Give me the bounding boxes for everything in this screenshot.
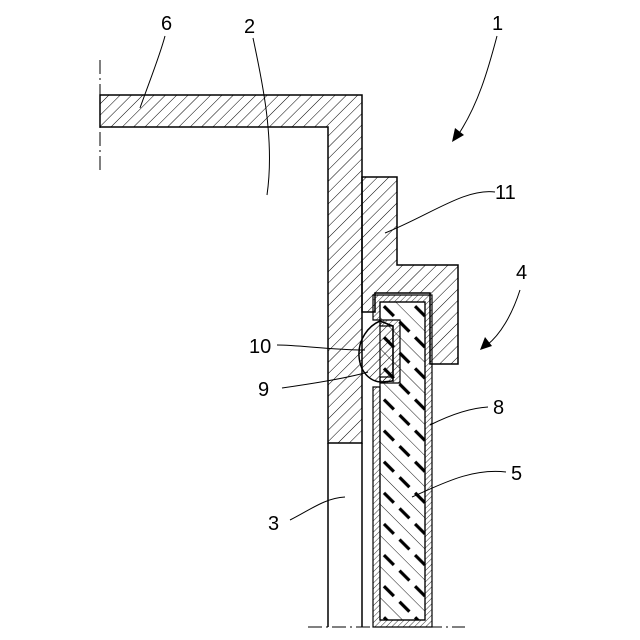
arrow-4 <box>487 290 520 345</box>
leader-11 <box>385 192 495 233</box>
label-2: 2 <box>244 16 255 38</box>
label-6: 6 <box>161 13 172 35</box>
arrowhead-4 <box>480 337 492 350</box>
label-10: 10 <box>249 336 271 358</box>
label-3: 3 <box>268 513 279 535</box>
label-4: 4 <box>516 262 527 284</box>
label-9: 9 <box>258 379 269 401</box>
arrow-1 <box>458 36 497 135</box>
leader-8 <box>430 407 488 425</box>
frame-part-6 <box>100 95 362 443</box>
arrowhead-1 <box>452 128 464 142</box>
leader-3 <box>290 497 345 520</box>
label-1: 1 <box>492 13 503 35</box>
label-11: 11 <box>495 182 516 204</box>
label-8: 8 <box>493 397 504 419</box>
label-5: 5 <box>511 463 522 485</box>
